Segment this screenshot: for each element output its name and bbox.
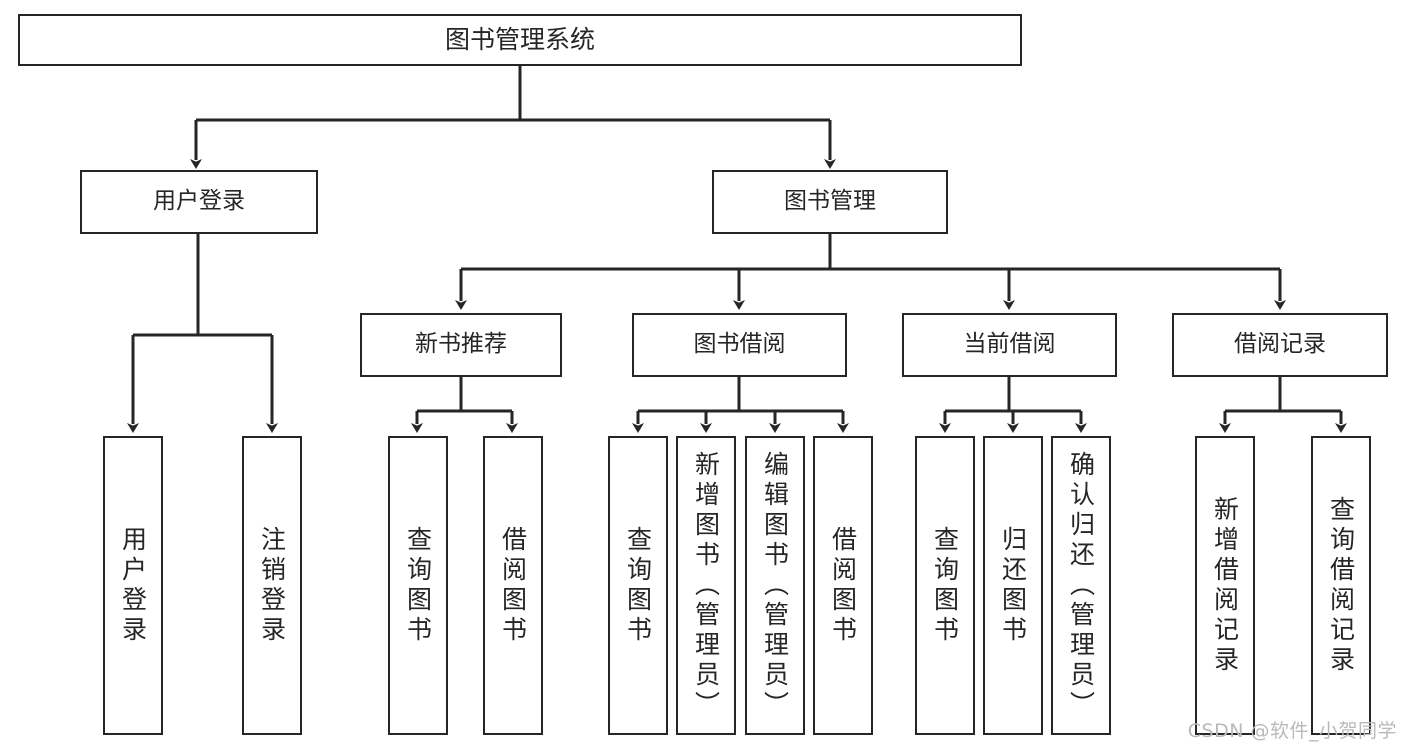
- node-book-borrow-label: 图书借阅: [693, 331, 786, 358]
- leaf-label: 新增借阅记录: [1210, 495, 1240, 676]
- leaf-recommend-query-book[interactable]: 查询图书: [388, 436, 448, 735]
- leaf-label: 用户登录: [118, 525, 148, 646]
- leaf-borrow-edit-book[interactable]: 编辑图书（管理员）: [745, 436, 805, 735]
- leaf-current-confirm-return[interactable]: 确认归还（管理员）: [1051, 436, 1111, 735]
- node-current-borrow-label: 当前借阅: [963, 331, 1056, 358]
- leaf-label: 新增图书（管理员）: [691, 450, 721, 721]
- leaf-label: 借阅图书: [828, 525, 858, 646]
- leaf-label: 编辑图书（管理员）: [760, 450, 790, 721]
- node-root-label: 图书管理系统: [444, 25, 595, 54]
- leaf-borrow-query-book[interactable]: 查询图书: [608, 436, 668, 735]
- leaf-label: 查询借阅记录: [1326, 495, 1356, 676]
- leaf-borrow-add-book[interactable]: 新增图书（管理员）: [676, 436, 736, 735]
- leaf-label: 查询图书: [403, 525, 433, 646]
- node-user-login-label: 用户登录: [153, 188, 245, 215]
- node-book-borrow[interactable]: 图书借阅: [632, 313, 847, 377]
- node-new-book-recommend[interactable]: 新书推荐: [360, 313, 562, 377]
- leaf-label: 查询图书: [930, 525, 960, 646]
- leaf-label: 归还图书: [998, 525, 1028, 646]
- leaf-record-query-record[interactable]: 查询借阅记录: [1311, 436, 1371, 735]
- node-book-management[interactable]: 图书管理: [712, 170, 948, 234]
- leaf-current-return-book[interactable]: 归还图书: [983, 436, 1043, 735]
- leaf-label: 借阅图书: [498, 525, 528, 646]
- leaf-record-add-record[interactable]: 新增借阅记录: [1195, 436, 1255, 735]
- leaf-user-login-logout[interactable]: 注销登录: [242, 436, 302, 735]
- leaf-label: 注销登录: [257, 525, 287, 646]
- node-book-management-label: 图书管理: [784, 188, 876, 215]
- leaf-label: 查询图书: [623, 525, 653, 646]
- watermark: CSDN @软件_小贺同学: [1187, 720, 1397, 742]
- node-borrow-record[interactable]: 借阅记录: [1172, 313, 1388, 377]
- leaf-borrow-borrow-book[interactable]: 借阅图书: [813, 436, 873, 735]
- leaf-recommend-borrow-book[interactable]: 借阅图书: [483, 436, 543, 735]
- node-new-book-recommend-label: 新书推荐: [415, 331, 507, 358]
- leaf-label: 确认归还（管理员）: [1066, 450, 1096, 721]
- node-current-borrow[interactable]: 当前借阅: [902, 313, 1117, 377]
- leaf-user-login-login[interactable]: 用户登录: [103, 436, 163, 735]
- node-borrow-record-label: 借阅记录: [1234, 331, 1326, 358]
- node-root[interactable]: 图书管理系统: [18, 14, 1022, 66]
- leaf-current-query-book[interactable]: 查询图书: [915, 436, 975, 735]
- node-user-login[interactable]: 用户登录: [80, 170, 318, 234]
